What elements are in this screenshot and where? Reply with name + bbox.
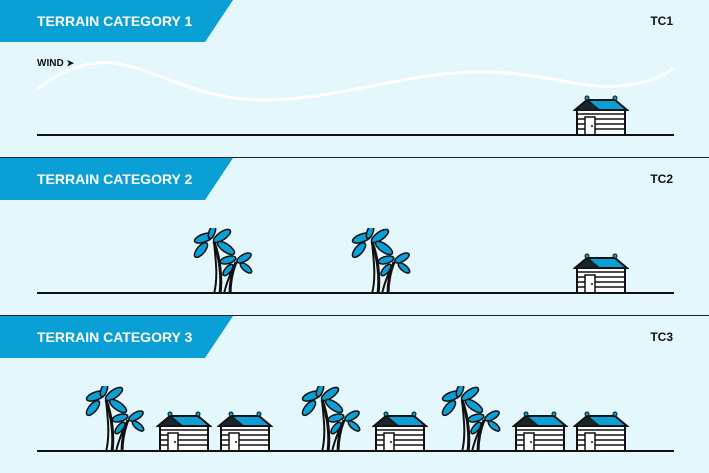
palm-tree-icon	[190, 228, 254, 294]
ground-line	[37, 134, 674, 136]
palm-tree-icon	[82, 386, 146, 452]
panel-divider	[0, 315, 709, 316]
panel-title-banner: TERRAIN CATEGORY 3	[0, 316, 233, 358]
palm-tree-icon	[298, 386, 362, 452]
terrain-code: TC2	[650, 172, 673, 186]
house-icon	[217, 410, 273, 452]
house-icon	[573, 94, 629, 136]
palm-tree-icon	[438, 386, 502, 452]
wind-label-text: WIND	[37, 58, 64, 69]
terrain-category-3-panel: TERRAIN CATEGORY 3 TC3	[0, 316, 709, 473]
wind-arrow-icon: ➤	[66, 58, 74, 68]
terrain-code: TC1	[650, 14, 673, 28]
house-icon	[512, 410, 568, 452]
terrain-category-1-panel: TERRAIN CATEGORY 1 TC1 WIND ➤	[0, 0, 709, 157]
ground-line	[37, 450, 674, 452]
panel-title-banner: TERRAIN CATEGORY 2	[0, 158, 233, 200]
ground-line	[37, 292, 674, 294]
wind-label: WIND ➤	[37, 58, 74, 69]
panel-divider	[0, 157, 709, 158]
terrain-code: TC3	[650, 330, 673, 344]
house-icon	[573, 410, 629, 452]
house-icon	[573, 252, 629, 294]
wind-curve	[36, 60, 675, 102]
house-icon	[156, 410, 212, 452]
terrain-category-2-panel: TERRAIN CATEGORY 2 TC2	[0, 158, 709, 315]
palm-tree-icon	[348, 228, 412, 294]
panel-title-banner: TERRAIN CATEGORY 1	[0, 0, 233, 42]
house-icon	[372, 410, 428, 452]
